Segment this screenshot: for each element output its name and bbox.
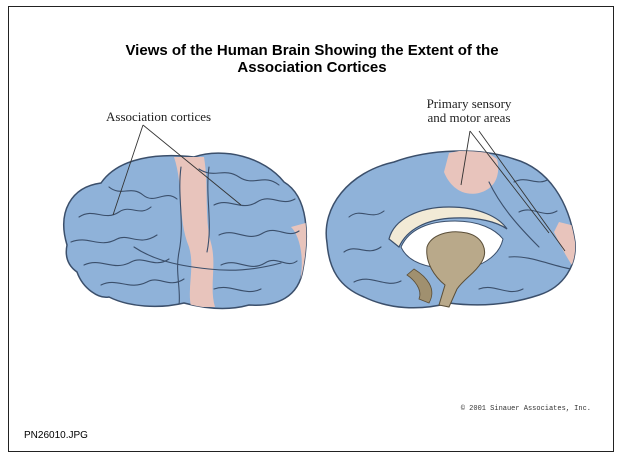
- slide: Views of the Human Brain Showing the Ext…: [8, 6, 614, 452]
- brain-illustrations: [9, 7, 615, 453]
- lateral-brain-view: [64, 125, 309, 309]
- copyright-notice: © 2001 Sinauer Associates, Inc.: [461, 405, 591, 413]
- filename-label: PN26010.JPG: [24, 430, 88, 441]
- medial-brain-view: [326, 131, 579, 308]
